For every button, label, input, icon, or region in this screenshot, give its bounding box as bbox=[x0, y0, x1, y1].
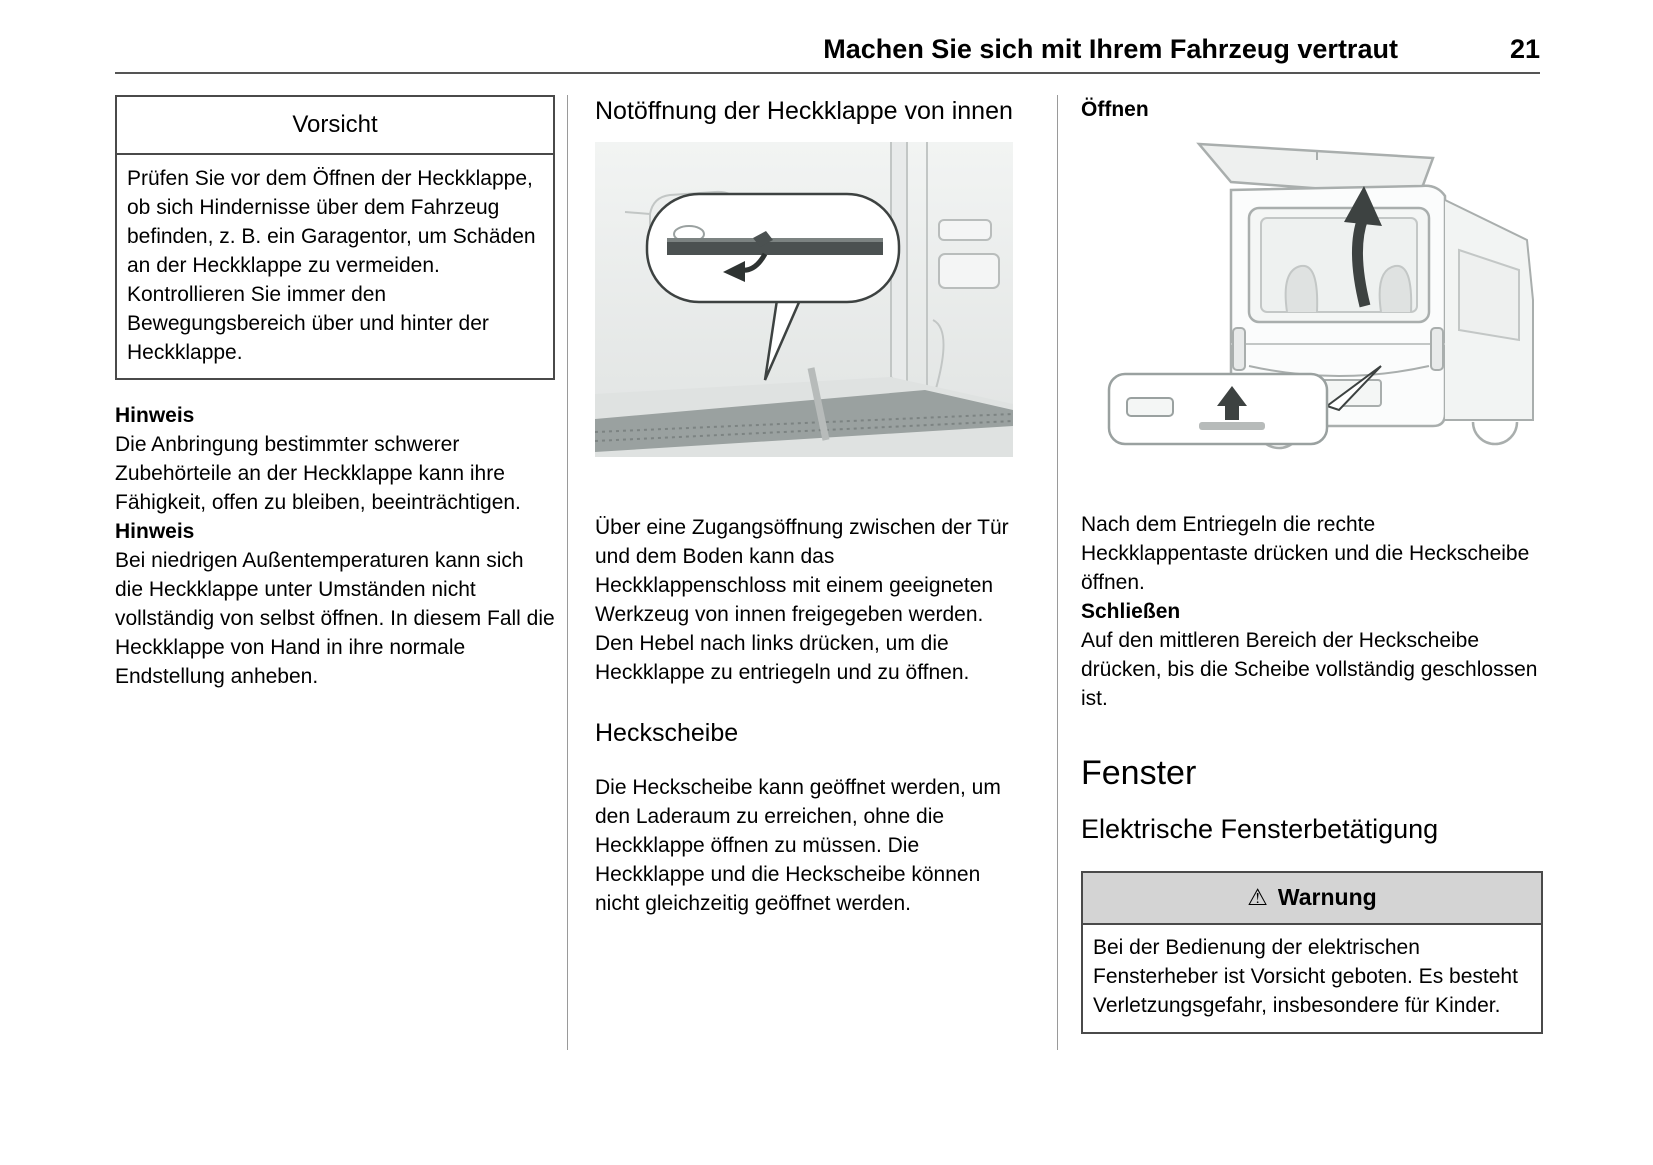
warning-box-header: ⚠ Warnung bbox=[1083, 873, 1541, 925]
column-divider-2 bbox=[1057, 95, 1058, 1050]
caution-box-body: Prüfen Sie vor dem Öffnen der Heckklappe… bbox=[127, 167, 536, 364]
lock-bar bbox=[667, 242, 883, 255]
paragraph-lever-left: Den Hebel nach links drücken, um die Hec… bbox=[595, 632, 970, 684]
tailgate-emergency-release-illustration bbox=[594, 142, 1014, 465]
left-column: Vorsicht Prüfen Sie vor dem Öffnen der H… bbox=[115, 95, 555, 691]
loading-sill bbox=[595, 390, 1013, 452]
section-heading-heckscheibe: Heckscheibe bbox=[595, 719, 739, 747]
page-header: Machen Sie sich mit Ihrem Fahrzeug vertr… bbox=[115, 34, 1540, 65]
open-direction-arrow-icon bbox=[1352, 216, 1371, 308]
paragraph-close: Auf den mittleren Bereich der Heckscheib… bbox=[1081, 629, 1538, 710]
rear-window-open-drawing bbox=[1107, 142, 1534, 450]
right-column: Öffnen bbox=[1081, 95, 1543, 1034]
release-tool bbox=[807, 367, 830, 441]
caution-box: Vorsicht Prüfen Sie vor dem Öffnen der H… bbox=[115, 95, 555, 380]
tailgate-button-inset bbox=[1107, 372, 1329, 446]
warning-box-title: Warnung bbox=[1277, 884, 1377, 910]
warning-box-body: Bei der Bedienung der elektrischen Fenst… bbox=[1093, 936, 1518, 1017]
press-up-arrow-icon bbox=[1217, 386, 1247, 420]
release-lever bbox=[753, 231, 773, 247]
section-heading-fenster: Fenster bbox=[1081, 754, 1197, 792]
section-heading-notoeffnung: Notöffnung der Heckklappe von innen bbox=[595, 97, 1013, 125]
section-heading-elektrische-fensterbetaetigung: Elektrische Fensterbetätigung bbox=[1081, 814, 1439, 844]
close-label: Schließen bbox=[1081, 600, 1181, 623]
open-label: Öffnen bbox=[1081, 98, 1149, 121]
warning-triangle-icon: ⚠ bbox=[1247, 884, 1268, 910]
inset-pointer bbox=[1324, 365, 1382, 412]
header-rule bbox=[115, 72, 1540, 74]
content-columns: Vorsicht Prüfen Sie vor dem Öffnen der H… bbox=[115, 95, 1543, 1050]
note-body-1: Die Anbringung bestimmter schwerer Zubeh… bbox=[115, 433, 521, 514]
chapter-title: Machen Sie sich mit Ihrem Fahrzeug vertr… bbox=[823, 34, 1398, 64]
tailgate-handle-slot bbox=[1126, 397, 1174, 417]
paragraph-access-opening: Über eine Zugangsöffnung zwischen der Tü… bbox=[595, 516, 1009, 626]
taillight bbox=[1232, 327, 1246, 371]
note-label-2: Hinweis bbox=[115, 520, 195, 543]
taillight bbox=[1430, 327, 1444, 371]
warning-box: ⚠ Warnung Bei der Bedienung der elektrisc… bbox=[1081, 871, 1543, 1034]
paragraph-open: Nach dem Entriegeln die rechte Heckklapp… bbox=[1081, 513, 1530, 594]
caution-box-title: Vorsicht bbox=[117, 97, 553, 155]
page-number: 21 bbox=[1509, 34, 1540, 64]
tailgate-emergency-release-drawing bbox=[594, 142, 1014, 457]
middle-column: Notöffnung der Heckklappe von innen bbox=[594, 95, 1030, 918]
column-divider-1 bbox=[567, 95, 568, 1050]
note-body-2: Bei niedrigen Außentemperaturen kann sic… bbox=[115, 549, 555, 688]
rear-window-open-illustration bbox=[1081, 130, 1543, 478]
door-handle-detail bbox=[938, 219, 992, 241]
push-left-arrow-icon bbox=[723, 261, 745, 282]
paragraph-heckscheibe: Die Heckscheibe kann geöffnet werden, um… bbox=[595, 776, 1001, 915]
note-label-1: Hinweis bbox=[115, 404, 195, 427]
